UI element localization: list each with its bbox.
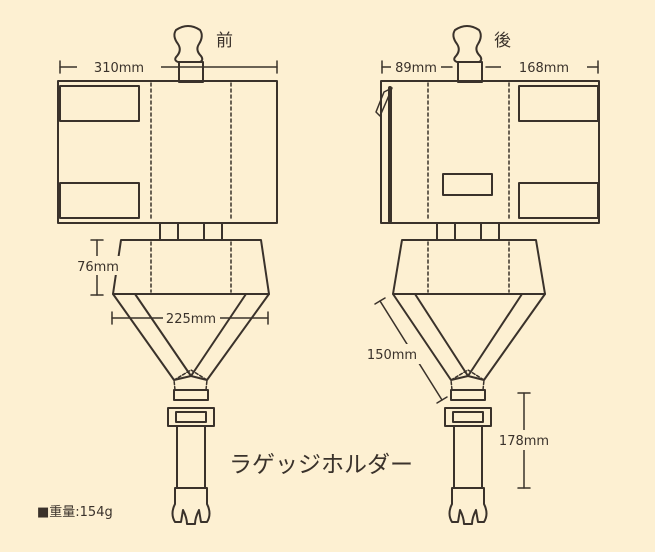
- back-handle-neck: [457, 61, 483, 83]
- weight-spec: ■重量:154g: [37, 504, 113, 520]
- back-strap-dim-mask: [364, 344, 422, 364]
- back-strap-right: [467, 293, 546, 381]
- back-strap-dim-tick-bottom: [436, 396, 448, 404]
- front-lower-band: [112, 239, 270, 295]
- product-name: ラゲッジホルダー: [229, 452, 413, 478]
- back-dimensions: [364, 58, 599, 489]
- front-dimensions: [59, 58, 278, 327]
- back-connector: [436, 222, 500, 241]
- back-buckle-clip: [448, 487, 488, 525]
- front-buckle-frame: [167, 407, 215, 427]
- back-top-handle: [452, 25, 483, 63]
- front-strap-join: [173, 369, 208, 391]
- front-height-dim-mask: [73, 256, 123, 275]
- back-buckle-dim-mask: [498, 430, 552, 450]
- front-top-handle: [173, 25, 204, 63]
- front-buckle-slot: [175, 411, 207, 423]
- back-view: [375, 25, 600, 525]
- front-buckle-clip: [171, 487, 211, 525]
- back-strap-dim-tick-top: [374, 297, 386, 305]
- front-strap-left: [112, 293, 192, 381]
- back-left-dim-mask: [391, 58, 441, 76]
- back-buckle-frame: [444, 407, 492, 427]
- back-left-dim: 89mm: [395, 61, 437, 76]
- back-strap-dim: 150mm: [367, 348, 417, 363]
- front-height-dim: 76mm: [77, 260, 119, 275]
- front-width-dim: 310mm: [94, 61, 144, 76]
- back-right-dim: 168mm: [519, 61, 569, 76]
- back-zipper-pull: [375, 87, 393, 117]
- back-right-dim-mask: [501, 58, 587, 76]
- back-label-patch: [442, 173, 493, 196]
- front-velcro-bottom: [59, 182, 140, 219]
- back-strap-join: [450, 369, 485, 391]
- back-velcro-bottom: [518, 182, 599, 219]
- front-buckle-strap: [176, 425, 206, 489]
- front-bottom-dim: 225mm: [166, 312, 216, 327]
- front-handle-neck: [178, 61, 204, 83]
- front-label: 前: [216, 31, 233, 51]
- back-buckle-slot: [452, 411, 484, 423]
- front-buckle-top: [173, 389, 209, 401]
- back-velcro-top: [518, 85, 599, 122]
- back-label: 後: [494, 31, 511, 51]
- back-buckle-dim: 178mm: [499, 434, 549, 449]
- front-view: [57, 25, 278, 525]
- back-main-body: [380, 80, 600, 224]
- back-buckle-top: [450, 389, 486, 401]
- labels: 前 後 310mm 76mm 225mm 89mm 168mm 150mm 17…: [37, 31, 569, 520]
- front-velcro-top: [59, 85, 140, 122]
- back-buckle-strap: [453, 425, 483, 489]
- front-main-body: [57, 80, 278, 224]
- front-bottom-dim-mask: [163, 309, 220, 327]
- front-strap-right: [190, 293, 270, 381]
- back-lower-band: [392, 239, 546, 295]
- front-connector: [159, 222, 223, 241]
- back-strap-left: [392, 293, 469, 381]
- front-width-dim-mask: [77, 58, 161, 76]
